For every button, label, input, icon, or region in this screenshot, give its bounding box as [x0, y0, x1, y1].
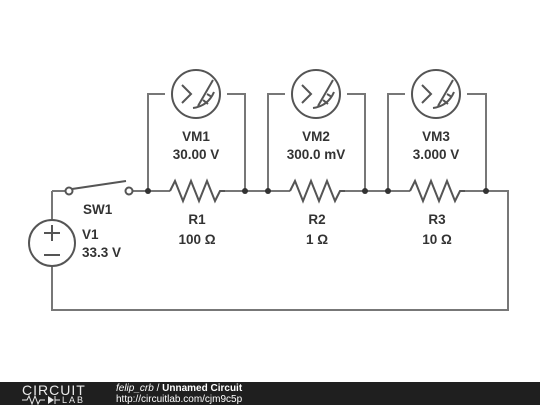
- switch-icon[interactable]: [64, 180, 134, 196]
- logo-top-text: CIRCUIT: [22, 382, 86, 398]
- circuit-url[interactable]: http://circuitlab.com/cjm9c5p: [116, 394, 243, 405]
- resistor-3-name: R3: [428, 212, 446, 227]
- separator: /: [156, 383, 160, 394]
- switch-name: SW1: [83, 202, 113, 217]
- voltmeter-icon[interactable]: [171, 69, 221, 119]
- voltmeter-2-name: VM2: [302, 129, 330, 144]
- voltmeter-3-reading: 3.000 V: [413, 147, 460, 162]
- resistor-icon[interactable]: [409, 178, 465, 204]
- voltage-source-icon[interactable]: [28, 219, 76, 267]
- circuit-schematic: VM1 30.00 V VM2 300.0 mV VM3 3.000 V R1 …: [28, 69, 509, 311]
- resistor-3-value: 10 Ω: [422, 232, 452, 247]
- resistor-1-name: R1: [188, 212, 206, 227]
- meta-line-1: felip_crb / Unnamed Circuit: [116, 383, 242, 394]
- circuitlab-logo[interactable]: CIRCUIT LAB: [22, 383, 112, 405]
- voltmeter-icon[interactable]: [291, 69, 341, 119]
- circuit-title[interactable]: Unnamed Circuit: [162, 383, 243, 394]
- footer-bar: CIRCUIT LAB felip_crb / Unnamed Circuit …: [0, 382, 540, 405]
- voltmeter-1-reading: 30.00 V: [173, 147, 220, 162]
- circuit-meta: felip_crb / Unnamed Circuit http://circu…: [116, 383, 242, 405]
- wires: [51, 93, 509, 311]
- voltmeter-3-name: VM3: [422, 129, 450, 144]
- voltmeter-2-reading: 300.0 mV: [287, 147, 346, 162]
- resistor-icon[interactable]: [169, 178, 225, 204]
- voltmeter-icon[interactable]: [411, 69, 461, 119]
- resistor-icon[interactable]: [289, 178, 345, 204]
- mini-circuit-icon: [22, 395, 60, 405]
- logo-bottom-text: LAB: [62, 395, 86, 405]
- junction-dots: [145, 188, 489, 194]
- resistor-2-value: 1 Ω: [306, 232, 328, 247]
- source-name: V1: [82, 227, 99, 242]
- resistor-1-value: 100 Ω: [178, 232, 215, 247]
- resistor-2-name: R2: [308, 212, 325, 227]
- author-name[interactable]: felip_crb: [116, 383, 154, 394]
- source-value: 33.3 V: [82, 245, 121, 260]
- voltmeter-1-name: VM1: [182, 129, 210, 144]
